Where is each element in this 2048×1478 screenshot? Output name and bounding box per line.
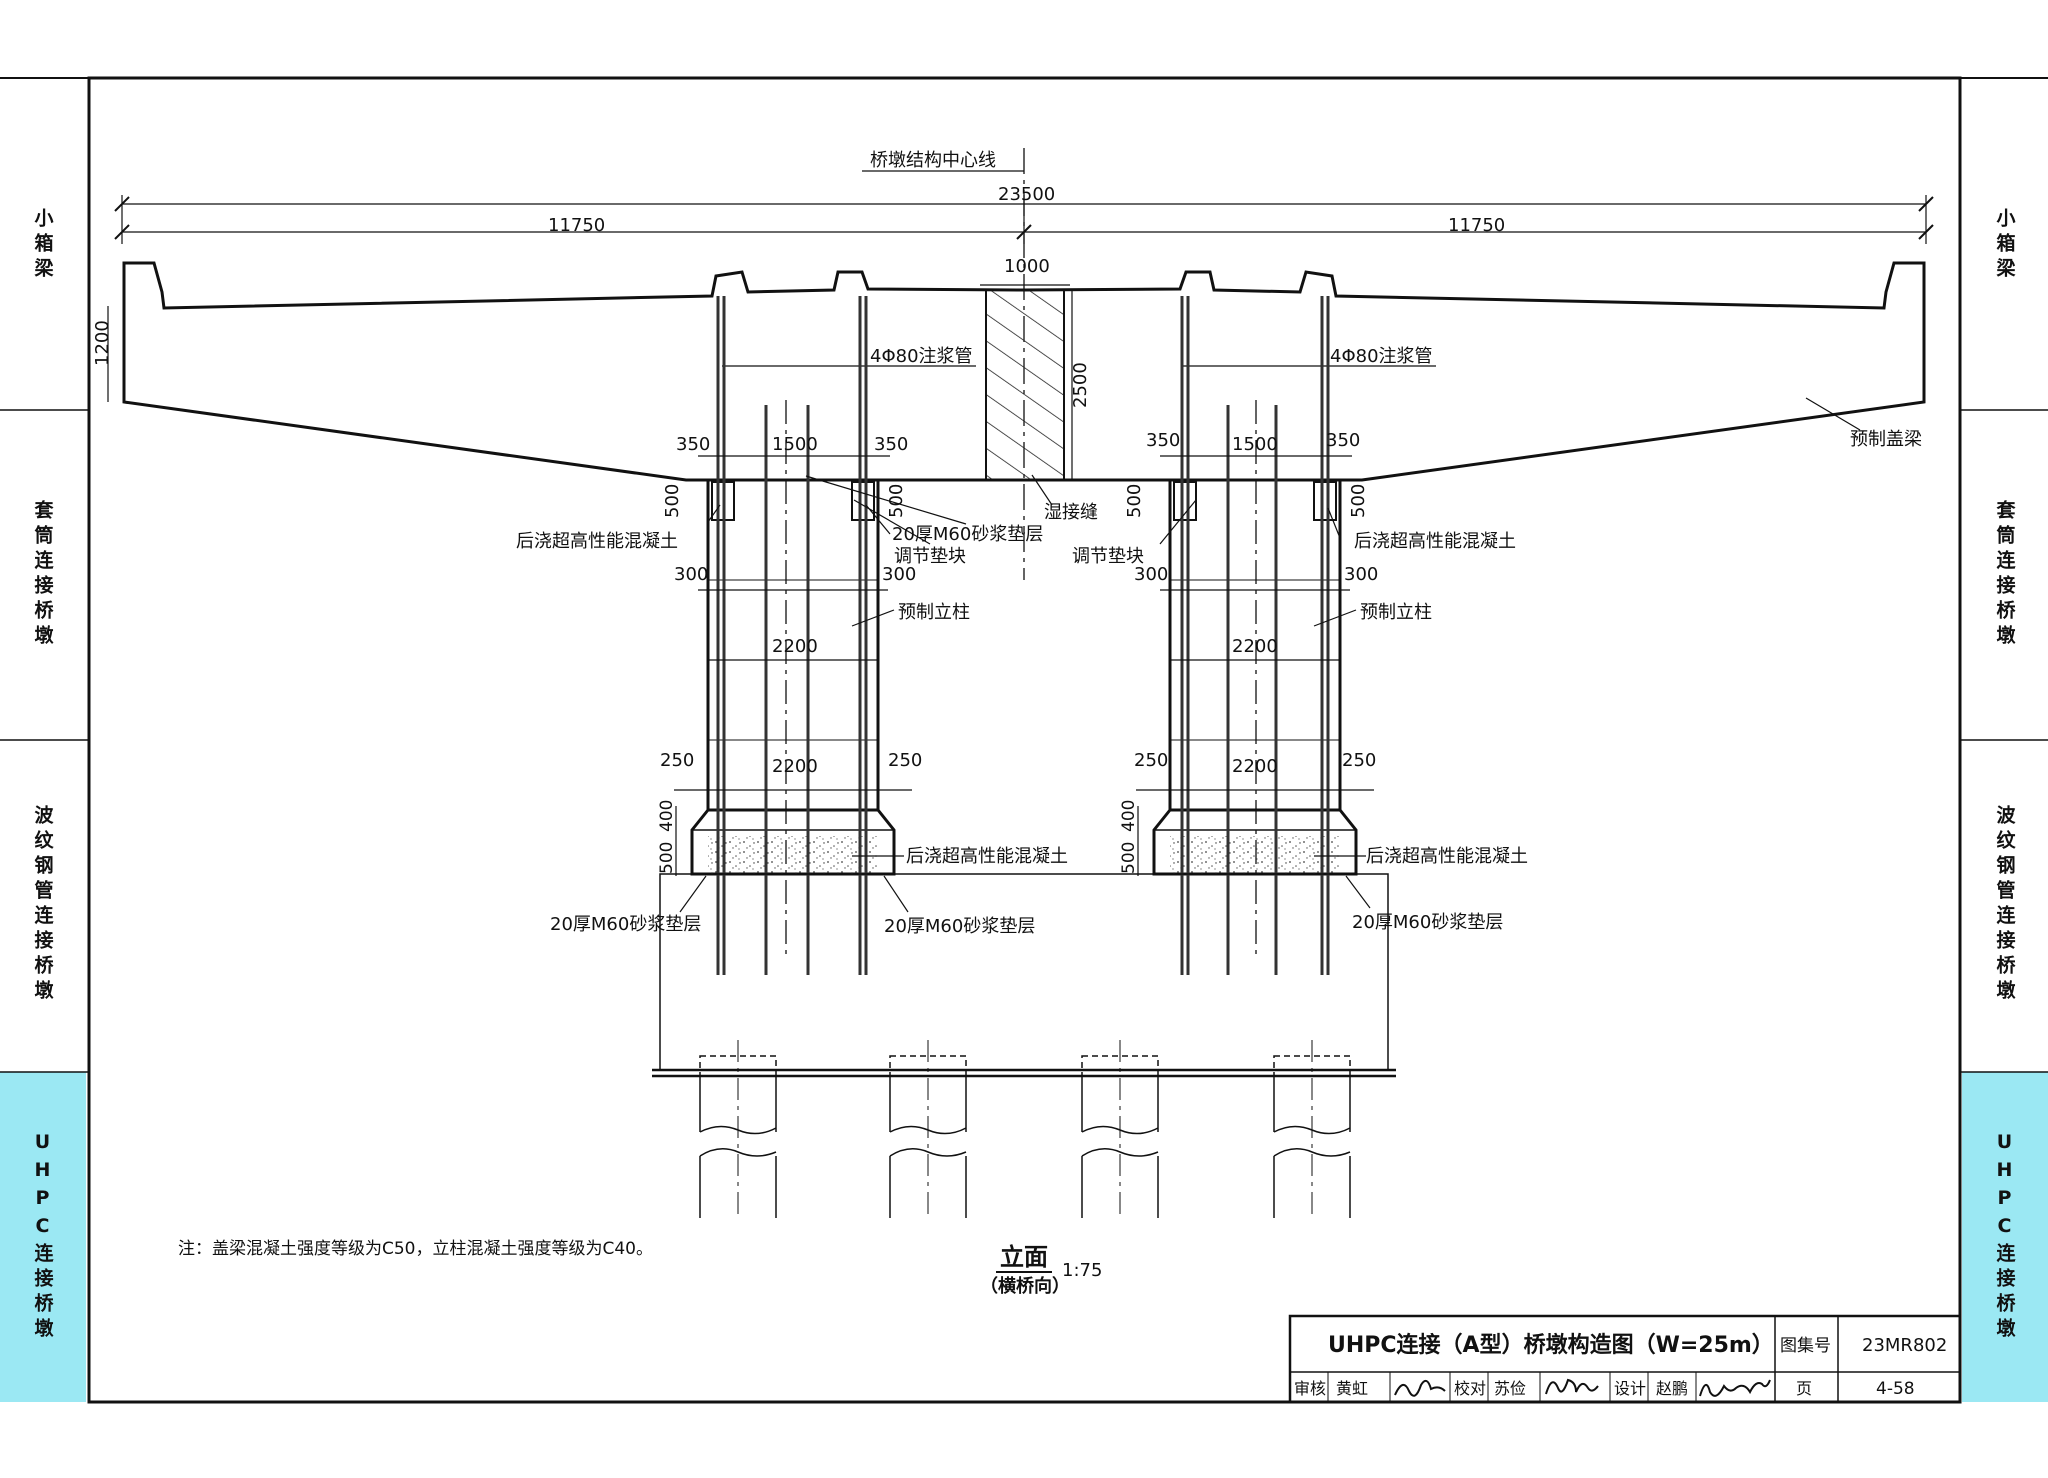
side-tab-uhpc-right[interactable]: UHPC连接桥墩 — [1962, 1072, 2048, 1402]
side-tab-label: UHPC连接桥墩 — [31, 1131, 54, 1343]
dim-right-1500: 1500 — [1232, 434, 1278, 455]
right-base-uhpc — [1170, 836, 1340, 874]
dim-right-350a: 350 — [1146, 430, 1180, 451]
dim-2200-c: 2200 — [772, 756, 818, 777]
right-column-bars — [1180, 296, 1330, 975]
dim-wet-joint: 1000 — [1004, 256, 1050, 277]
label-wet-joint: 湿接缝 — [1044, 502, 1098, 523]
dim-250-a: 250 — [660, 750, 694, 771]
dim-500-d: 500 — [1348, 484, 1369, 518]
atlas-number: 23MR802 — [1862, 1335, 1947, 1356]
left-base-uhpc — [708, 836, 878, 874]
review-signature — [1394, 1379, 1446, 1397]
side-tab-corrugated-right[interactable]: 波纹钢管连接桥墩 — [1962, 740, 2048, 1070]
dim-cap-height: 2500 — [1070, 362, 1091, 408]
label-mortar-bottom-mid: 20厚M60砂浆垫层 — [884, 916, 1035, 937]
dim-2200-a: 2200 — [772, 636, 818, 657]
dim-250-b: 250 — [888, 750, 922, 771]
dim-500-c: 500 — [1124, 484, 1145, 518]
side-tab-uhpc-left[interactable]: UHPC连接桥墩 — [0, 1072, 86, 1402]
side-tab-box-girder-left[interactable]: 小箱梁 — [0, 80, 86, 410]
dim-400-right: 400 — [1119, 800, 1139, 832]
review-label: 审核 — [1294, 1379, 1326, 1398]
note-text: 注：盖梁混凝土强度等级为C50，立柱混凝土强度等级为C40。 — [178, 1239, 653, 1259]
dim-300-b: 300 — [882, 564, 916, 585]
design-signature — [1699, 1379, 1771, 1397]
label-uhpc-top-left: 后浇超高性能混凝土 — [516, 531, 678, 552]
side-tab-sleeve-left[interactable]: 套筒连接桥墩 — [0, 410, 86, 740]
column-top-dims — [674, 455, 1374, 791]
dim-left-1500: 1500 — [772, 434, 818, 455]
dim-250-d: 250 — [1342, 750, 1376, 771]
left-column-bars — [716, 296, 868, 975]
left-column — [690, 400, 896, 960]
view-title: 立面 — [1000, 1243, 1048, 1271]
side-tab-label: 小箱梁 — [1993, 207, 2016, 283]
overall-dimensions — [114, 195, 1934, 244]
label-column-left: 预制立柱 — [898, 602, 970, 623]
dim-300-c: 300 — [1134, 564, 1168, 585]
top-leaders — [707, 475, 1341, 545]
dim-2200-d: 2200 — [1232, 756, 1278, 777]
dim-half-right: 11750 — [1448, 215, 1505, 236]
view-subtitle: （横桥向） — [980, 1275, 1070, 1297]
side-tab-corrugated-left[interactable]: 波纹钢管连接桥墩 — [0, 740, 86, 1070]
dim-cantilever-height: 1200 — [92, 320, 113, 366]
dim-2200-b: 2200 — [1232, 636, 1278, 657]
dim-left-350a: 350 — [676, 434, 710, 455]
check-label: 校对 — [1454, 1379, 1486, 1398]
dim-500-base-left: 500 — [657, 842, 677, 874]
right-column — [1152, 400, 1358, 960]
side-tab-sleeve-right[interactable]: 套筒连接桥墩 — [1962, 410, 2048, 740]
label-mortar-top: 20厚M60砂浆垫层 — [892, 524, 1043, 545]
label-precast-cap: 预制盖梁 — [1850, 429, 1922, 450]
review-name: 黄虹 — [1336, 1379, 1368, 1398]
sheet-frame — [0, 76, 2048, 1404]
label-column-right: 预制立柱 — [1360, 602, 1432, 623]
label-grout-pipe-right: 4Φ80注浆管 — [1330, 346, 1433, 367]
side-tab-label: 波纹钢管连接桥墩 — [31, 805, 54, 1005]
dim-500-base-right: 500 — [1119, 842, 1139, 874]
label-uhpc-bottom-right: 后浇超高性能混凝土 — [1366, 846, 1528, 867]
side-tab-label: 套筒连接桥墩 — [1993, 500, 2016, 650]
dim-right-350b: 350 — [1326, 430, 1360, 451]
check-signature — [1545, 1378, 1599, 1395]
view-scale: 1:75 — [1062, 1260, 1102, 1281]
label-uhpc-top-right: 后浇超高性能混凝土 — [1354, 531, 1516, 552]
pile-cap — [652, 873, 1396, 1078]
title-block — [1288, 1314, 1962, 1404]
dim-500-b: 500 — [886, 484, 907, 518]
label-grout-pipe-left: 4Φ80注浆管 — [870, 346, 973, 367]
label-mortar-bottom-right: 20厚M60砂浆垫层 — [1352, 912, 1503, 933]
design-label: 设计 — [1614, 1379, 1646, 1398]
label-shim-left: 调节垫块 — [894, 546, 966, 567]
title-block-title: UHPC连接（A型）桥墩构造图（W=25m） — [1328, 1332, 1774, 1358]
centerline-label: 桥墩结构中心线 — [870, 150, 996, 171]
piles — [699, 1040, 1351, 1218]
dim-half-left: 11750 — [548, 215, 605, 236]
side-tab-label: 套筒连接桥墩 — [31, 500, 54, 650]
dim-400-left: 400 — [657, 800, 677, 832]
design-name: 赵鹏 — [1656, 1379, 1688, 1398]
dim-300-a: 300 — [674, 564, 708, 585]
label-uhpc-bottom-left: 后浇超高性能混凝土 — [906, 846, 1068, 867]
atlas-label: 图集号 — [1780, 1336, 1831, 1356]
side-tab-label: 小箱梁 — [31, 207, 54, 283]
label-mortar-bottom-left: 20厚M60砂浆垫层 — [550, 914, 701, 935]
dim-250-c: 250 — [1134, 750, 1168, 771]
side-tab-box-girder-right[interactable]: 小箱梁 — [1962, 80, 2048, 410]
dim-total-width: 23500 — [998, 184, 1055, 205]
check-name: 苏俭 — [1494, 1379, 1526, 1398]
precast-cap-beam — [122, 261, 1926, 482]
page-number: 4-58 — [1876, 1379, 1915, 1399]
dim-left-350b: 350 — [874, 434, 908, 455]
wet-joint-hatch — [985, 289, 1065, 481]
side-tab-label: 波纹钢管连接桥墩 — [1993, 805, 2016, 1005]
side-tab-label: UHPC连接桥墩 — [1993, 1131, 2016, 1343]
page-label: 页 — [1796, 1379, 1812, 1398]
dim-500-a: 500 — [662, 484, 683, 518]
label-shim-right: 调节垫块 — [1072, 546, 1144, 567]
dim-300-d: 300 — [1344, 564, 1378, 585]
